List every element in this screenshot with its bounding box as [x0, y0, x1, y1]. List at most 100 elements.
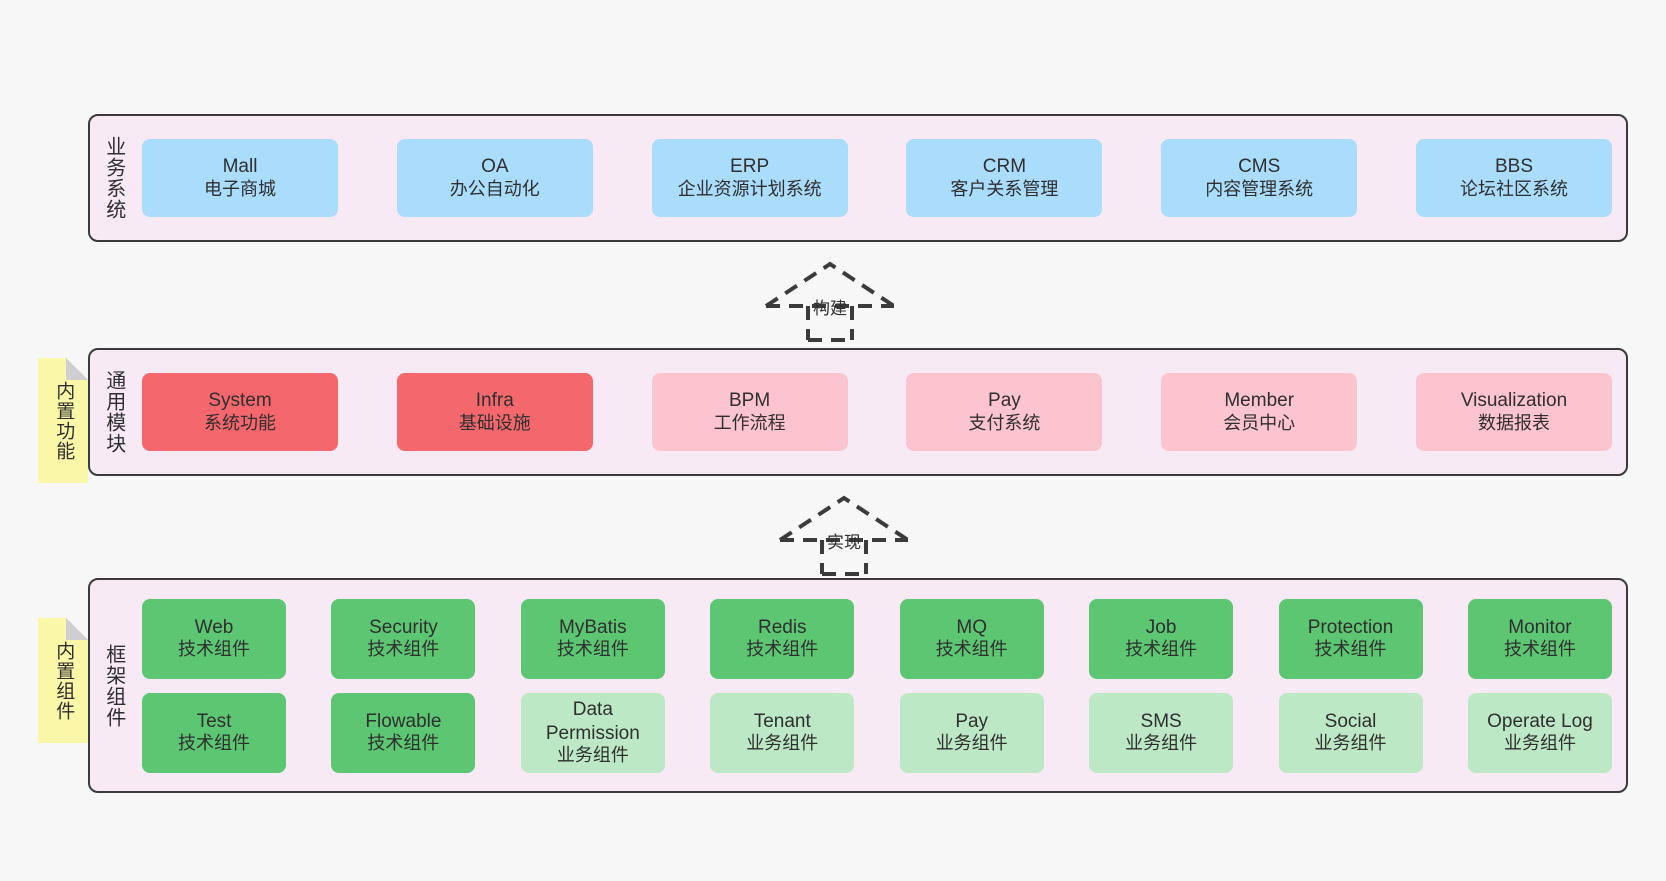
note-builtin-components: 内置组件 — [38, 618, 88, 743]
layer-title-framework: 框架组件 — [102, 643, 125, 728]
node-title: BBS — [1494, 156, 1533, 178]
node-subtitle: 企业资源计划系统 — [677, 178, 822, 199]
node-subtitle: 办公自动化 — [449, 178, 540, 199]
node-subtitle: 技术组件 — [935, 639, 1008, 660]
node-title: Job — [1145, 616, 1177, 638]
note-fold-corner-icon — [66, 358, 88, 380]
node-title: CMS — [1238, 156, 1281, 178]
node-subtitle: 技术组件 — [746, 639, 819, 660]
node-subtitle: 业务组件 — [1314, 733, 1387, 754]
node-subtitle: 业务组件 — [746, 733, 819, 754]
note-builtin-functions: 内置功能 — [38, 358, 88, 483]
node-title: Infra — [475, 390, 514, 412]
node-title: Monitor — [1508, 616, 1572, 638]
node-subtitle: 论坛社区系统 — [1459, 178, 1568, 199]
node-title: Protection — [1307, 616, 1394, 638]
connector-build-shape — [764, 261, 896, 342]
connector-implement-label: 实现 — [827, 533, 861, 552]
node-title: BPM — [729, 390, 771, 412]
node-title: System — [208, 390, 272, 412]
node-title: Social — [1324, 710, 1377, 732]
layer-title-business: 业务系统 — [102, 136, 125, 220]
node-subtitle: 技术组件 — [1125, 639, 1198, 660]
node-subtitle: 业务组件 — [1503, 733, 1576, 754]
connector-implement-shape — [778, 495, 910, 576]
node-title: Redis — [757, 616, 807, 638]
node-title: Test — [196, 710, 232, 732]
node-title: Flowable — [365, 710, 442, 732]
node-subtitle: 技术组件 — [1314, 639, 1387, 660]
node-title: OA — [481, 156, 509, 178]
node-title: Pay — [955, 710, 989, 732]
node-title: CRM — [982, 156, 1027, 178]
node-subtitle: 技术组件 — [367, 639, 440, 660]
node-subtitle: 支付系统 — [968, 412, 1041, 433]
node-subtitle: 技术组件 — [178, 733, 250, 754]
layer-title-common: 通用模块 — [102, 370, 125, 454]
node-subtitle: 技术组件 — [1503, 639, 1576, 660]
node-title: Web — [194, 616, 234, 638]
node-subtitle: 数据报表 — [1477, 412, 1550, 433]
node-subtitle: 基础设施 — [458, 412, 531, 433]
node-subtitle: 客户关系管理 — [950, 178, 1059, 199]
node-subtitle: 技术组件 — [178, 639, 250, 660]
node-subtitle: 技术组件 — [367, 733, 440, 754]
node-subtitle: 内容管理系统 — [1205, 178, 1314, 199]
connector-build: 构建 — [760, 258, 900, 342]
note-builtin-components-label: 内置组件 — [53, 640, 75, 721]
node-title: Mall — [222, 156, 258, 178]
node-subtitle: 工作流程 — [713, 412, 786, 433]
connector-implement: 实现 — [774, 492, 914, 576]
node-subtitle: 电子商城 — [204, 178, 276, 199]
node-subtitle: 会员中心 — [1223, 412, 1296, 433]
node-title: ERP — [730, 156, 770, 178]
node-title: Pay — [988, 390, 1021, 412]
node-subtitle: 业务组件 — [1125, 733, 1198, 754]
note-fold-corner-icon — [66, 618, 88, 640]
node-title: Tenant — [753, 710, 811, 732]
node-title: MQ — [956, 616, 987, 638]
node-title: Member — [1224, 390, 1295, 412]
note-builtin-functions-label: 内置功能 — [53, 380, 75, 461]
node-title: Data Permission — [545, 699, 640, 744]
node-subtitle: 系统功能 — [204, 412, 276, 433]
connector-build-label: 构建 — [813, 299, 847, 318]
node-title: Operate Log — [1487, 710, 1593, 732]
